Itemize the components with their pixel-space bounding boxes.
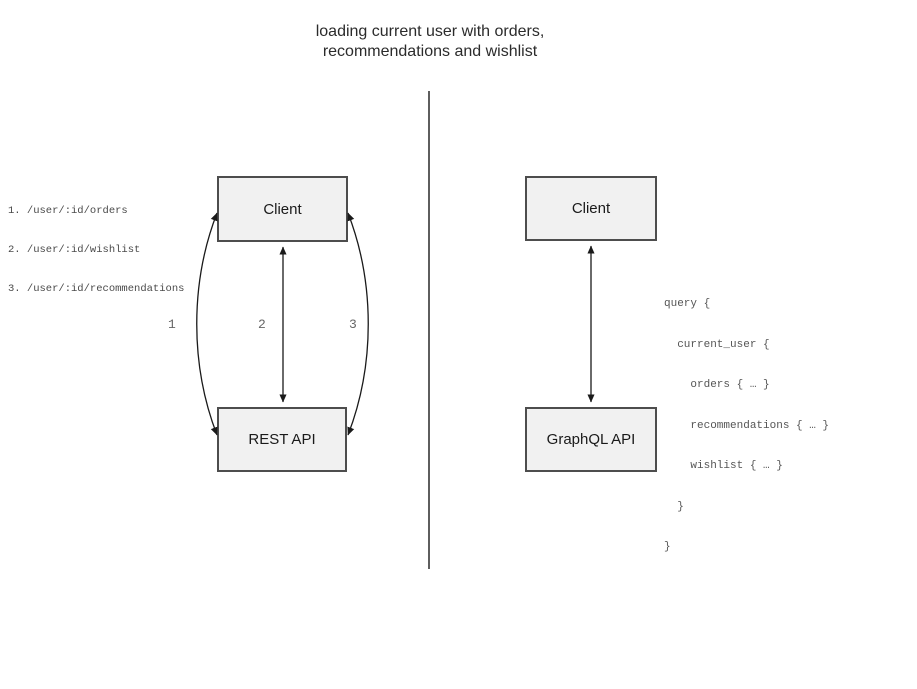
client-box-rest-label: Client [263,200,302,218]
endpoint-list-item: 3. /user/:id/recommendations [8,283,185,295]
client-box-graphql: Client [525,176,657,241]
arrow-label-3: 3 [349,317,357,332]
diagram-title: loading current user with orders, recomm… [316,22,545,62]
diagram-title-line2: recommendations and wishlist [322,43,538,60]
endpoint-list-item: 1. /user/:id/orders [8,205,128,217]
query-code-line: recommendations { … } [664,419,830,432]
panel-divider-line [428,91,430,569]
arrow-label-1: 1 [168,317,176,332]
rest-api-box-label: REST API [248,431,316,448]
query-code-line: orders { … } [664,379,770,391]
query-code-line: current_user { [664,338,770,351]
query-code-line: query { [664,298,711,310]
endpoint-list-item: 2. /user/:id/wishlist [8,244,141,256]
arrow-1-curve [196,212,218,436]
query-code-line: } [664,541,671,553]
graphql-api-box-label: GraphQL API [546,431,636,448]
client-box-rest: Client [217,176,348,242]
client-box-graphql-label: Client [571,200,611,217]
query-code-line: } [664,500,684,513]
query-code-line: wishlist { … } [664,460,783,472]
graphql-query-code: query { current_user { orders { … } reco… [664,271,829,582]
rest-api-box: REST API [217,407,347,472]
arrow-label-2: 2 [258,317,266,332]
diagram-title-line1: loading current user with orders, [315,23,545,40]
rest-endpoint-list: 1. /user/:id/orders 2. /user/:id/wishlis… [8,179,184,322]
graphql-api-box: GraphQL API [525,407,657,472]
